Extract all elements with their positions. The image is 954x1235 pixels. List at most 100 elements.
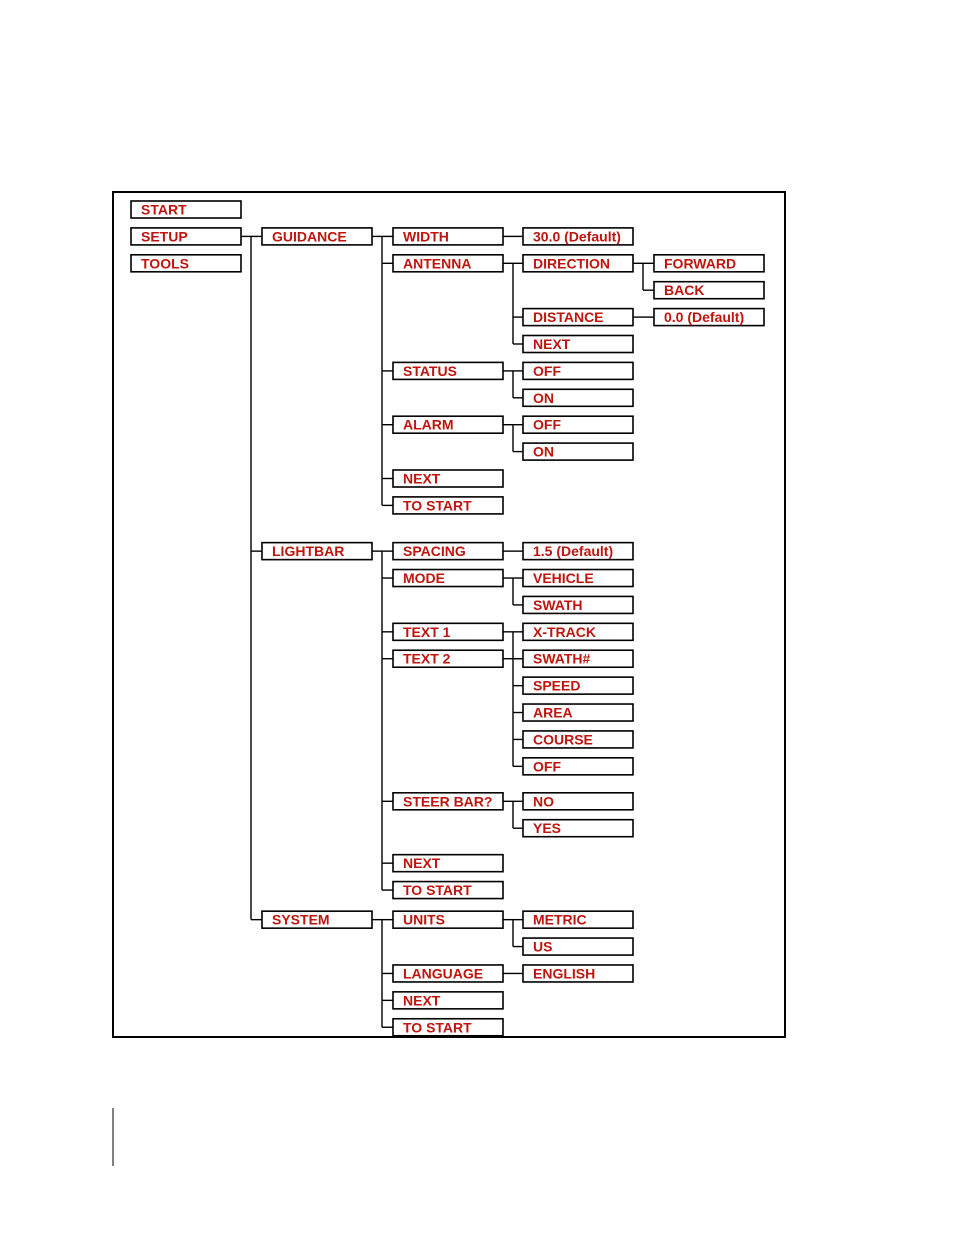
option-text-area[interactable]: AREA [522, 703, 634, 722]
option-units-metric[interactable]: METRIC [522, 910, 634, 929]
option-direction-forward-box [653, 254, 765, 273]
menu-start[interactable]: START [130, 200, 242, 219]
menu-width[interactable]: WIDTH [392, 227, 504, 246]
menu-alarm-box [392, 415, 504, 435]
menu-direction-box [522, 254, 634, 273]
option-status-on-box [522, 388, 634, 408]
menu-lightbar-to-start[interactable]: TO START [392, 880, 504, 900]
option-units-metric-box [522, 910, 634, 929]
menu-mode-label: MODE [403, 570, 445, 586]
menu-system-next[interactable]: NEXT [392, 991, 504, 1010]
menu-mode[interactable]: MODE [392, 568, 504, 588]
option-text-off-label: OFF [533, 758, 561, 774]
menu-antenna-next[interactable]: NEXT [522, 334, 634, 354]
option-alarm-on-box [522, 442, 634, 461]
menu-lightbar[interactable]: LIGHTBAR [261, 541, 373, 561]
menu-system-to-start[interactable]: TO START [392, 1017, 504, 1037]
menu-tools[interactable]: TOOLS [130, 254, 242, 273]
menu-system-to-start-label: TO START [403, 1019, 472, 1035]
option-steer-bar-yes-label: YES [533, 820, 561, 836]
menu-setup[interactable]: SETUP [130, 227, 242, 246]
option-text-course-label: COURSE [533, 731, 593, 747]
option-steer-bar-yes[interactable]: YES [522, 818, 634, 838]
option-direction-forward[interactable]: FORWARD [653, 254, 765, 273]
value-width-default[interactable]: 30.0 (Default) [522, 227, 634, 246]
menu-distance[interactable]: DISTANCE [522, 307, 634, 327]
option-alarm-on[interactable]: ON [522, 442, 634, 461]
menu-distance-label: DISTANCE [533, 309, 604, 325]
option-alarm-on-label: ON [533, 444, 554, 460]
menu-guidance-to-start-label: TO START [403, 497, 472, 513]
menu-units-label: UNITS [403, 912, 445, 928]
value-language-english-box [522, 964, 634, 983]
menu-system-to-start-box [392, 1017, 504, 1037]
menu-text-1-box [392, 622, 504, 642]
menu-spacing-box [392, 541, 504, 561]
option-units-us-label: US [533, 939, 552, 955]
value-width-default-label: 30.0 (Default) [533, 228, 621, 244]
option-text-speed[interactable]: SPEED [522, 676, 634, 695]
option-mode-vehicle[interactable]: VEHICLE [522, 568, 634, 588]
value-distance-default[interactable]: 0.0 (Default) [653, 307, 765, 327]
diagram-frame [112, 191, 786, 1038]
menu-antenna[interactable]: ANTENNA [392, 254, 504, 273]
menu-lightbar-next[interactable]: NEXT [392, 853, 504, 873]
option-text-x-track-box [522, 622, 634, 642]
option-mode-swath[interactable]: SWATH [522, 595, 634, 615]
menu-system-next-box [392, 991, 504, 1010]
value-distance-default-box [653, 307, 765, 327]
option-direction-back[interactable]: BACK [653, 280, 765, 300]
option-units-us[interactable]: US [522, 937, 634, 956]
option-alarm-off[interactable]: OFF [522, 415, 634, 435]
option-units-metric-label: METRIC [533, 912, 587, 928]
menu-tools-box [130, 254, 242, 273]
menu-antenna-box [392, 254, 504, 273]
menu-system-box [261, 910, 373, 929]
menu-text-2[interactable]: TEXT 2 [392, 649, 504, 669]
tree-connectors [241, 235, 654, 1028]
option-text-x-track-label: X-TRACK [533, 624, 596, 640]
option-steer-bar-no[interactable]: NO [522, 791, 634, 811]
menu-setup-box [130, 227, 242, 246]
menu-lightbar-box [261, 541, 373, 561]
menu-lightbar-label: LIGHTBAR [272, 543, 344, 559]
option-text-off[interactable]: OFF [522, 757, 634, 776]
option-text-area-label: AREA [533, 705, 573, 721]
menu-text-2-box [392, 649, 504, 669]
menu-guidance-to-start[interactable]: TO START [392, 496, 504, 515]
menu-width-box [392, 227, 504, 246]
menu-lightbar-next-box [392, 853, 504, 873]
menu-guidance[interactable]: GUIDANCE [261, 227, 373, 246]
menu-steer-bar[interactable]: STEER BAR? [392, 791, 504, 811]
option-status-on[interactable]: ON [522, 388, 634, 408]
option-steer-bar-no-box [522, 791, 634, 811]
menu-language[interactable]: LANGUAGE [392, 964, 504, 983]
option-text-x-track[interactable]: X-TRACK [522, 622, 634, 642]
option-text-area-box [522, 703, 634, 722]
menu-units[interactable]: UNITS [392, 910, 504, 929]
option-text-course[interactable]: COURSE [522, 730, 634, 749]
menu-text-2-label: TEXT 2 [403, 651, 451, 667]
menu-guidance-label: GUIDANCE [272, 228, 347, 244]
value-spacing-default[interactable]: 1.5 (Default) [522, 541, 634, 561]
menu-system[interactable]: SYSTEM [261, 910, 373, 929]
menu-spacing[interactable]: SPACING [392, 541, 504, 561]
value-width-default-box [522, 227, 634, 246]
menu-tools-label: TOOLS [141, 255, 189, 271]
option-text-off-box [522, 757, 634, 776]
option-steer-bar-yes-box [522, 818, 634, 838]
option-text-swath-label: SWATH# [533, 651, 591, 667]
option-text-speed-label: SPEED [533, 678, 580, 694]
option-direction-forward-label: FORWARD [664, 255, 736, 271]
value-language-english[interactable]: ENGLISH [522, 964, 634, 983]
option-mode-vehicle-label: VEHICLE [533, 570, 594, 586]
menu-alarm[interactable]: ALARM [392, 415, 504, 435]
menu-guidance-box [261, 227, 373, 246]
menu-text-1[interactable]: TEXT 1 [392, 622, 504, 642]
menu-status[interactable]: STATUS [392, 361, 504, 381]
option-text-swath[interactable]: SWATH# [522, 649, 634, 669]
menu-direction[interactable]: DIRECTION [522, 254, 634, 273]
option-status-off[interactable]: OFF [522, 361, 634, 381]
menu-guidance-next[interactable]: NEXT [392, 469, 504, 488]
